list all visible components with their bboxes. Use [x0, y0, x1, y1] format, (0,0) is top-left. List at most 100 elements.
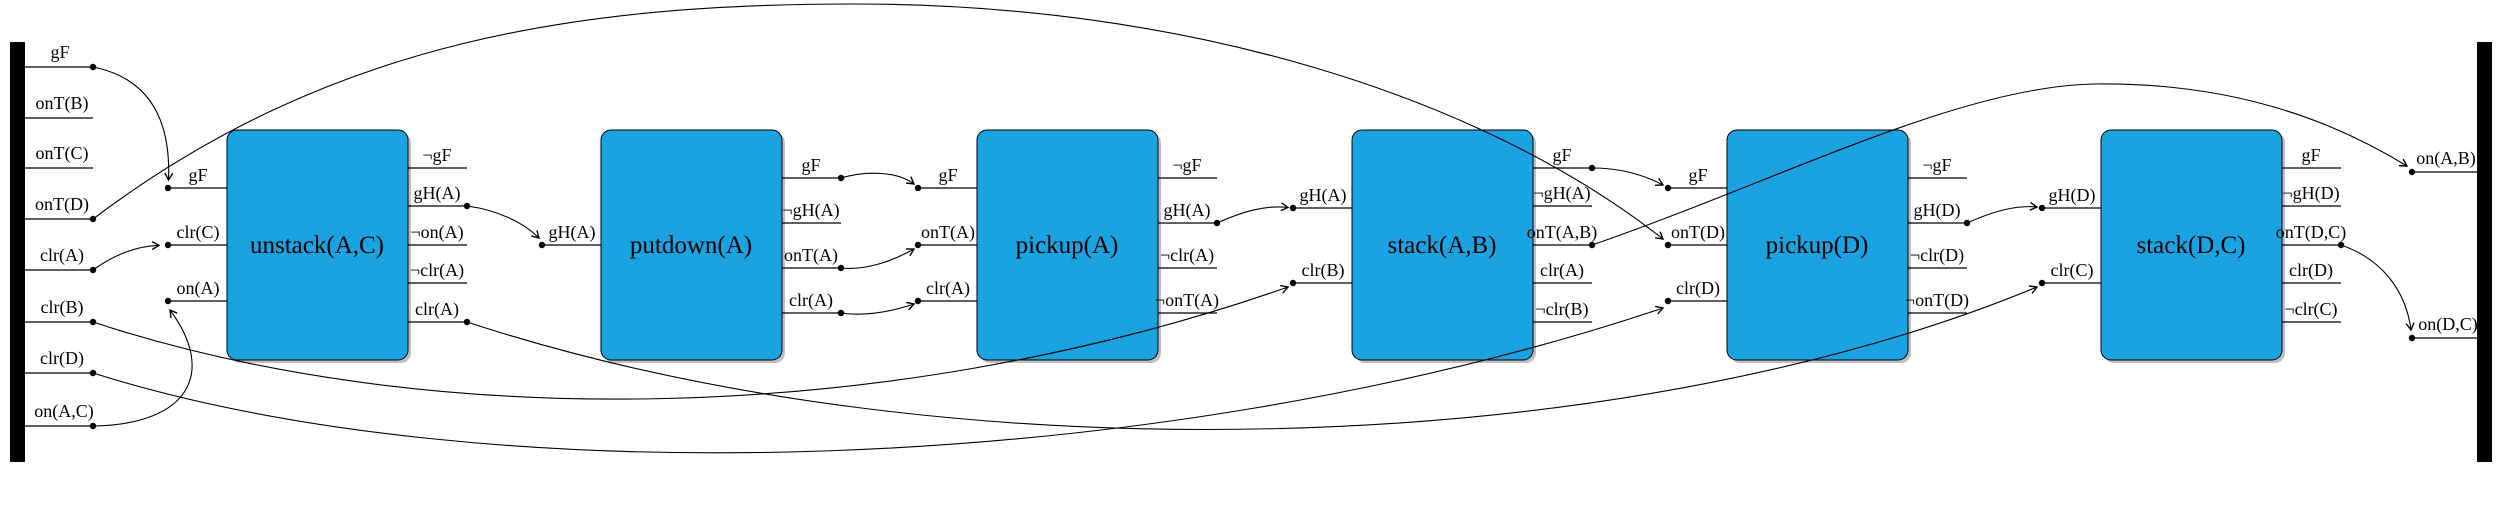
output-port-label: clr(A) [789, 290, 833, 311]
input-port-dot [164, 184, 172, 192]
link-putdown-onTA-to-pickupA [840, 248, 916, 270]
link-stackDC-onTDC-to-goal [2340, 244, 2415, 332]
link-unstack-clrA-to-stackDC [466, 285, 2039, 431]
output-port-label: ¬gF [1172, 155, 1201, 175]
output-port-label: onT(A,B) [1527, 222, 1598, 243]
initial-fact-gF: gF [25, 42, 97, 71]
action-name: pickup(D) [1766, 232, 1869, 259]
fact-label: on(D,C) [2418, 314, 2478, 335]
fact-label: onT(D) [35, 194, 89, 215]
link-init-clrB-to-stackAB [92, 284, 1290, 400]
link-pickupD-gHD-to-stackDC [1966, 201, 2039, 224]
output-port-label: ¬onT(D) [1905, 290, 1969, 311]
initial-fact-clrA: clr(A) [25, 245, 97, 274]
output-port-label: ¬gH(D) [2282, 183, 2339, 204]
input-port-dot [2038, 279, 2046, 287]
input-port-dot [1664, 184, 1672, 192]
goal-fact-onDC: on(D,C) [2408, 314, 2478, 342]
link-stackAB-gF-to-pickupD [1591, 167, 1665, 186]
input-port-label: gH(A) [549, 222, 596, 243]
input-port-dot [538, 241, 546, 249]
fact-label: onT(C) [36, 143, 89, 164]
input-port-dot [2038, 204, 2046, 212]
output-port-label: gH(A) [414, 183, 461, 204]
input-port-label: clr(B) [1302, 260, 1345, 281]
output-port-label: gH(A) [1164, 200, 1211, 221]
action-name: stack(A,B) [1388, 232, 1497, 259]
input-port-label: gF [188, 165, 207, 185]
initial-fact-onTC: onT(C) [25, 143, 93, 169]
output-port-label: ¬clr(A) [410, 260, 464, 281]
output-port-label: onT(D,C) [2276, 222, 2347, 243]
output-port-label: ¬gH(A) [1533, 183, 1590, 204]
input-port-dot [164, 297, 172, 305]
initial-fact-onAC: on(A,C) [25, 401, 97, 430]
fact-port-dot [89, 422, 97, 430]
initial-fact-onTD: onT(D) [25, 194, 97, 223]
action-name: putdown(A) [630, 232, 752, 259]
initial-fact-onTB: onT(B) [25, 93, 93, 119]
output-port-label: ¬on(A) [410, 222, 463, 243]
output-port-label: gF [2301, 145, 2320, 165]
output-port-label: gF [801, 155, 820, 175]
input-port-label: onT(D) [1671, 222, 1725, 243]
output-port-label: gF [1552, 145, 1571, 165]
input-port-label: gF [1688, 165, 1707, 185]
action-unstack-AC: unstack(A,C) gF clr(C) on(A) ¬gF gH(A) ¬… [164, 129, 471, 363]
fact-label: on(A,C) [34, 401, 94, 422]
initial-fact-clrB: clr(B) [25, 297, 97, 326]
fact-label: on(A,B) [2416, 148, 2476, 169]
input-port-label: onT(A) [921, 222, 975, 243]
input-port-dot [1289, 204, 1297, 212]
action-putdown-A: putdown(A) gH(A) gF ¬gH(A) onT(A) clr(A) [538, 129, 845, 363]
output-port-label: ¬gH(A) [782, 200, 839, 221]
output-port-label: clr(A) [1540, 260, 1584, 281]
link-init-onTD-to-pickupD [92, 3, 1665, 240]
link-stackAB-onTAB-to-goal [1591, 83, 2409, 246]
action-stack-AB: stack(A,B) gH(A) clr(B) gF ¬gH(A) onT(A,… [1289, 129, 1598, 363]
action-pickup-A: pickup(A) gF onT(A) clr(A) ¬gF gH(A) ¬cl… [914, 129, 1221, 363]
input-port-dot [1664, 241, 1672, 249]
link-unstack-gHA-to-putdown [466, 205, 540, 239]
input-port-dot [914, 184, 922, 192]
input-port-dot [914, 241, 922, 249]
fact-label: gF [50, 42, 69, 62]
goal-state-bar [2477, 42, 2492, 462]
fact-label: clr(D) [40, 348, 84, 369]
input-port-dot [914, 297, 922, 305]
output-port-label: clr(A) [415, 299, 459, 320]
output-port-label: onT(A) [784, 245, 838, 266]
initial-state-bar [10, 42, 25, 462]
fact-port-dot [2408, 168, 2416, 176]
output-port-label: ¬gF [422, 145, 451, 165]
input-port-dot [1664, 297, 1672, 305]
output-port-label: ¬clr(C) [2284, 299, 2337, 320]
input-port-label: gH(D) [2049, 185, 2096, 206]
link-init-onAC-to-unstack [93, 308, 193, 427]
link-pickupA-gHA-to-stackAB [1216, 202, 1290, 224]
output-port-label: ¬clr(A) [1160, 245, 1214, 266]
input-port-dot [1289, 279, 1297, 287]
fact-label: clr(A) [40, 245, 84, 266]
goal-fact-onAB: on(A,B) [2408, 148, 2477, 176]
action-name: unstack(A,C) [250, 232, 384, 259]
link-init-gF-to-unstack [92, 66, 174, 182]
input-port-label: clr(C) [2051, 260, 2094, 281]
action-name: pickup(A) [1016, 232, 1119, 259]
fact-port-dot [2408, 334, 2416, 342]
input-port-label: gF [938, 165, 957, 185]
input-port-label: clr(A) [926, 278, 970, 299]
input-port-label: gH(A) [1300, 185, 1347, 206]
link-init-clrA-to-unstack [92, 240, 161, 271]
action-name: stack(D,C) [2137, 232, 2246, 259]
output-port-label: ¬gF [1922, 155, 1951, 175]
output-port-label: gH(D) [1914, 200, 1961, 221]
link-init-clrD-to-pickupD [92, 305, 1665, 454]
output-port-label: ¬clr(D) [1910, 245, 1964, 266]
output-port-label: clr(D) [2289, 260, 2333, 281]
output-port-label: ¬clr(B) [1535, 299, 1588, 320]
link-putdown-gF-to-pickupA [840, 172, 916, 185]
fact-label: onT(B) [36, 93, 89, 114]
